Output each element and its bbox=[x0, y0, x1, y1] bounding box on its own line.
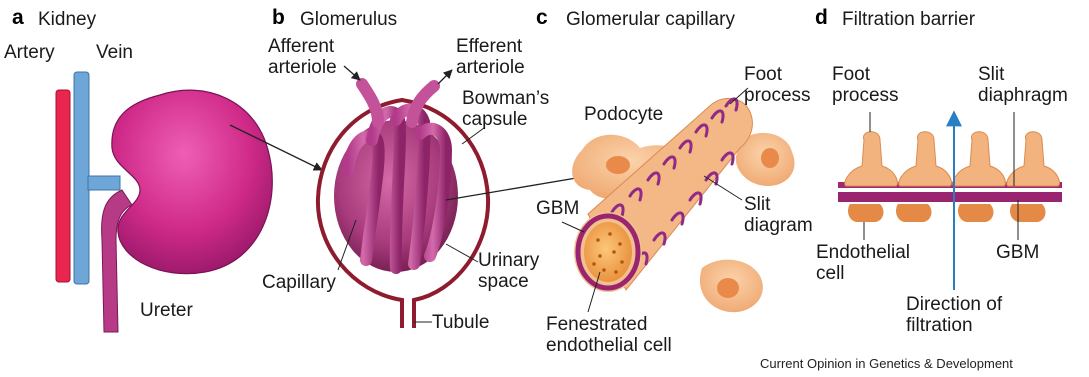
ureter-label: Ureter bbox=[140, 300, 193, 321]
afferent-arteriole-label: Afferent arteriole bbox=[268, 36, 337, 78]
panel-title-a: Kidney bbox=[38, 9, 96, 31]
foot-process-c-label: Foot process bbox=[744, 64, 811, 106]
artery-label: Artery bbox=[4, 42, 55, 63]
panel-letter-a: a bbox=[12, 6, 24, 30]
renal-vein-branch bbox=[88, 176, 120, 190]
efferent-flow-arrow bbox=[438, 70, 452, 84]
capillary-label: Capillary bbox=[262, 272, 336, 293]
journal-credit: Current Opinion in Genetics & Developmen… bbox=[760, 356, 1013, 371]
slit-diaphragm-label: Slit diaphragm bbox=[978, 64, 1068, 106]
panel-title-c: Glomerular capillary bbox=[566, 9, 735, 31]
endothelial-cell-label: Endothelial cell bbox=[816, 242, 910, 284]
podocyte-nucleus-left bbox=[606, 156, 630, 174]
podocyte-nucleus-bottom bbox=[717, 278, 739, 298]
filtration-barrier-icon bbox=[838, 132, 1062, 222]
gbm-c-leader bbox=[562, 222, 584, 232]
artery-vessel bbox=[56, 90, 70, 282]
gbm-band-main bbox=[838, 192, 1062, 202]
slit-c-leader bbox=[704, 176, 742, 200]
urinary-space-label: Urinary space bbox=[478, 250, 539, 292]
gbm-d-label: GBM bbox=[996, 242, 1039, 263]
vein-label: Vein bbox=[96, 42, 133, 63]
panel-letter-c: c bbox=[536, 6, 548, 30]
gbm-c-label: GBM bbox=[536, 198, 579, 219]
panel-letter-d: d bbox=[815, 6, 828, 30]
fenestrated-endothelium bbox=[584, 222, 632, 282]
vein-vessel bbox=[74, 72, 89, 284]
panel-title-d: Filtration barrier bbox=[842, 9, 975, 31]
slit-c-label: Slit diagram bbox=[744, 194, 813, 236]
efferent-arteriole-label: Efferent arteriole bbox=[456, 36, 525, 78]
panel-letter-b: b bbox=[272, 6, 285, 30]
afferent-flow-arrow bbox=[344, 66, 360, 80]
bowmans-capsule-label: Bowman’s capsule bbox=[462, 88, 549, 130]
foot-process-d-label: Foot process bbox=[832, 64, 899, 106]
panel-title-b: Glomerulus bbox=[300, 9, 397, 31]
fenestrated-endothelial-label: Fenestrated endothelial cell bbox=[546, 314, 672, 356]
kidney-body bbox=[112, 90, 272, 274]
direction-of-filtration-label: Direction of filtration bbox=[906, 294, 1002, 336]
podocyte-nucleus-right bbox=[761, 148, 779, 168]
tubule-label: Tubule bbox=[432, 312, 489, 333]
podocyte-label: Podocyte bbox=[584, 104, 663, 125]
kidney-icon bbox=[56, 72, 272, 332]
